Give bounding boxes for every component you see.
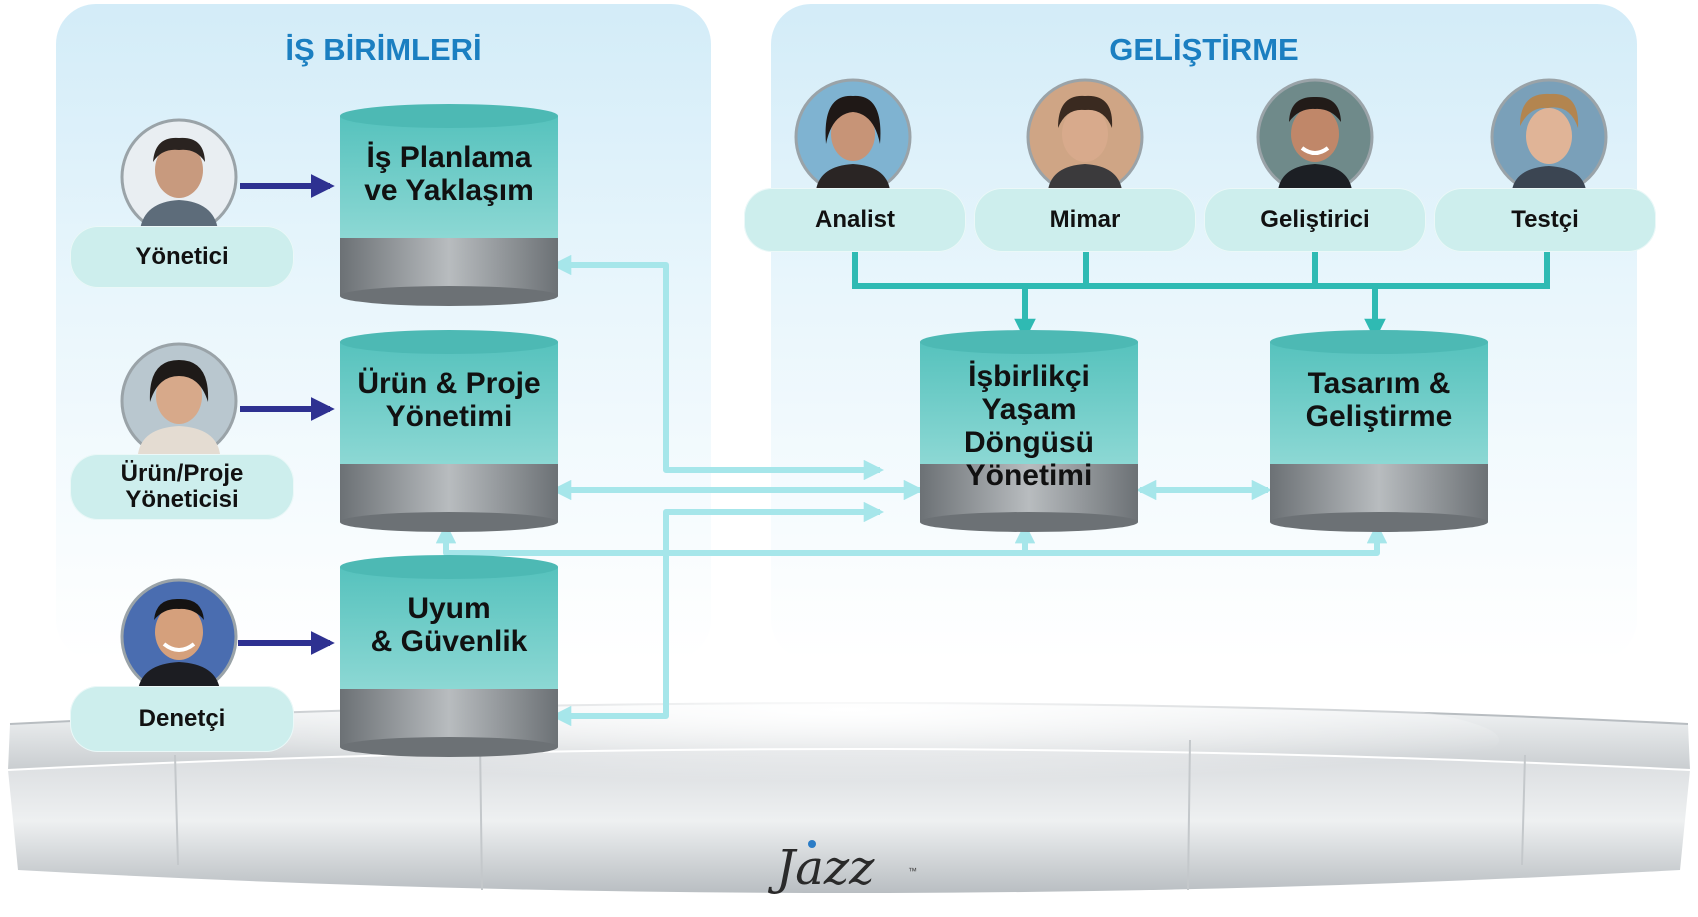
design-cylinder: Tasarım & Geliştirme [1270,330,1488,532]
product-cylinder: Ürün & Proje Yönetimi [340,330,558,532]
business-units-title: İŞ BİRİMLERİ [285,32,482,67]
planning-cylinder: İş Planlama ve Yaklaşım [340,104,558,306]
role-manager-pill: Yönetici [70,226,294,288]
development-title: GELİŞTİRME [1109,32,1299,67]
design-label: Tasarım & Geliştirme [1305,367,1453,433]
person-tester-icon [1490,78,1608,196]
person-architect-icon [1026,78,1144,196]
role-tester-pill: Testçi [1434,188,1656,252]
lifecycle-label: İşbirlikçi Yaşam Döngüsü Yönetimi [964,360,1094,492]
role-architect-pill: Mimar [974,188,1196,252]
jazz-logo: Jazz ™ [767,838,928,912]
lifecycle-cylinder: İşbirlikçi Yaşam Döngüsü Yönetimi [920,330,1138,532]
person-auditor-icon [120,578,238,696]
compliance-label: Uyum & Güvenlik [370,592,528,658]
person-developer-icon [1256,78,1374,196]
role-project-manager-pill: Ürün/Proje Yöneticisi [70,454,294,520]
person-project-manager-icon [120,342,238,460]
planning-label: İş Planlama ve Yaklaşım [364,141,534,207]
role-developer-pill: Geliştirici [1204,188,1426,252]
role-auditor-pill: Denetçi [70,686,294,752]
svg-text:Jazz: Jazz [768,840,875,896]
person-manager-icon [120,118,238,236]
product-label: Ürün & Proje Yönetimi [357,367,541,433]
svg-text:™: ™ [908,866,917,876]
compliance-cylinder: Uyum & Güvenlik [340,555,558,757]
person-analyst-icon [794,78,912,196]
role-analyst-pill: Analist [744,188,966,252]
